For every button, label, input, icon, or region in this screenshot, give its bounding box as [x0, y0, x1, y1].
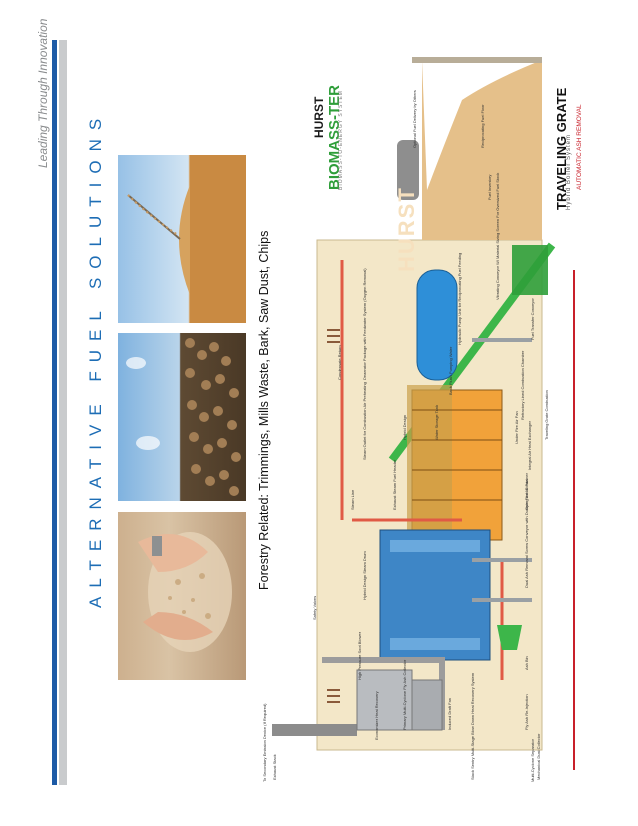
label-mechanical-collector: Mechanical Dust Collector	[536, 733, 541, 780]
label-fuel-transfer: Fuel Transfer Conveyor	[530, 298, 535, 340]
label-steam-outlet: Steam Outlet for Combustion Air Preheati…	[362, 382, 367, 460]
label-hybrid-design: Hybrid Design	[402, 414, 407, 440]
diagram-note: AUTOMATIC ASH REMOVAL	[576, 104, 583, 190]
label-stack-sentry: Stack Sentry Multi-Stage Blow Down Heat …	[470, 672, 475, 780]
label-to-scrubber: To Secondary Emission Device (If Require…	[262, 703, 267, 782]
label-traveling-grate: Traveling Grate Combustion	[544, 390, 549, 440]
biomasster-subtitle: BIOMASS-TO-ENERGY SYSTEM	[338, 90, 344, 190]
tagline-text: Leading Through Innovation	[36, 18, 50, 168]
label-economizer: Economizer Heat Recovery	[374, 691, 379, 740]
label-exhaust-steam: Exhaust Steam Fuel Header	[392, 459, 397, 510]
diagram-subtitle: Hybrid Boiler System	[566, 133, 572, 210]
headline: ALTERNATIVE FUEL SOLUTIONS	[86, 109, 105, 608]
sawdust-pile-photo	[118, 155, 246, 323]
tagline: Leading Through Innovation	[36, 18, 50, 168]
label-back-flush: Back Flush Pumping Water	[448, 346, 453, 395]
label-fly-ash: Fly Ash Re-Injection	[524, 694, 529, 730]
label-underfire-fan: Under Fire Air Fan	[514, 411, 519, 444]
label-primary-collector: Primary Multi-Cyclone Fly Ash Collector	[402, 659, 407, 730]
label-fuel-inventory: Fuel Inventory	[487, 174, 492, 200]
hurst-watermark: HURST	[394, 186, 419, 272]
boiler-system-diagram: HURST BIOMASS-TER BIOMASS-TO-ENERGY SYST…	[262, 40, 592, 785]
label-boiler-drum: Hybrid Design Steam Drum	[362, 551, 367, 600]
gray-accent-stripe	[59, 40, 67, 785]
label-vibrating-conveyor: Vibrating Conveyor W/ Material Sizing Sc…	[495, 172, 500, 300]
log-pile-photo	[118, 333, 246, 501]
label-condensate: Condensate Return	[337, 345, 342, 380]
label-deaerator: Deaerator Package with Feedwater System …	[362, 268, 367, 380]
label-heat-exchanger: Integral Air Heat Exchanger	[527, 421, 532, 470]
label-fuel-delivery: Optional Fuel Delivery by Others	[412, 90, 417, 148]
label-hydraulic-pump: Hydraulic Pump Unit for Reciprocating Fu…	[457, 252, 462, 345]
label-soot-blower: High Pressure Soot Blower	[357, 631, 362, 680]
wood-chips-photo	[118, 512, 246, 680]
label-water-storage: Water Storage Tank	[434, 404, 439, 440]
label-ash-removal: Dual Ash Removal Screw Conveyor with Dum…	[524, 473, 529, 588]
label-refractory: Refractory Lined Combustion Chamber	[520, 350, 525, 420]
blue-accent-stripe	[52, 40, 57, 785]
label-ash-bin: Ash Bin	[524, 656, 529, 670]
hurst-brand: HURST	[312, 96, 326, 138]
label-steam-line: Steam Line	[350, 489, 355, 510]
label-multi-cyclone: Multi-Cyclone Separator	[530, 739, 535, 782]
label-safety-valves: Safety Valves	[312, 595, 317, 620]
label-id-fan: Induced Draft Fan	[447, 697, 452, 730]
label-fuel-floor: Reciprocating Fuel Floor	[480, 104, 485, 148]
label-stack: Exhaust Stack	[272, 754, 277, 780]
